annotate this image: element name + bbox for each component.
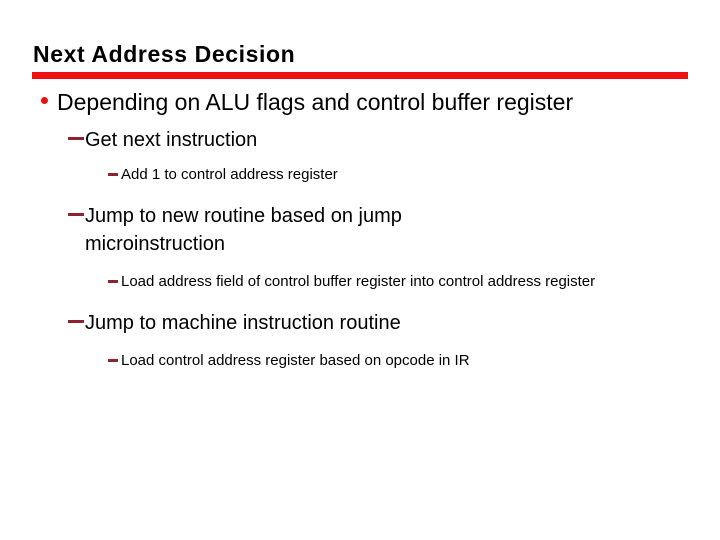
round-bullet-icon	[41, 97, 48, 104]
slide-body: Depending on ALU flags and control buffe…	[0, 88, 720, 374]
bullet-level3: Add 1 to control address register	[0, 163, 720, 186]
en-dash-icon	[108, 359, 118, 362]
em-dash-icon	[68, 213, 84, 216]
bullet-text: Jump to new routine based on jump microi…	[85, 205, 402, 255]
bullet-level2: Jump to new routine based on jump microi…	[0, 202, 720, 258]
bullet-level2: Jump to machine instruction routine	[0, 309, 720, 337]
bullet-text: Get next instruction	[85, 129, 258, 151]
bullet-text: Jump to machine instruction routine	[85, 312, 401, 334]
bullet-level3: Load control address register based on o…	[0, 349, 720, 372]
slide-title: Next Address Decision	[33, 41, 296, 67]
bullet-level2: Get next instruction	[0, 126, 720, 154]
bullet-text: Load control address register based on o…	[121, 352, 470, 369]
bullet-text: Add 1 to control address register	[121, 166, 338, 183]
en-dash-icon	[108, 173, 118, 176]
bullet-text: Load address field of control buffer reg…	[121, 273, 596, 290]
title-underline-rule	[32, 72, 688, 79]
en-dash-icon	[108, 280, 118, 283]
bullet-level1: Depending on ALU flags and control buffe…	[0, 88, 720, 117]
bullet-level3: Load address field of control buffer reg…	[0, 270, 720, 293]
em-dash-icon	[68, 320, 84, 323]
em-dash-icon	[68, 137, 84, 140]
bullet-text: Depending on ALU flags and control buffe…	[57, 89, 574, 115]
